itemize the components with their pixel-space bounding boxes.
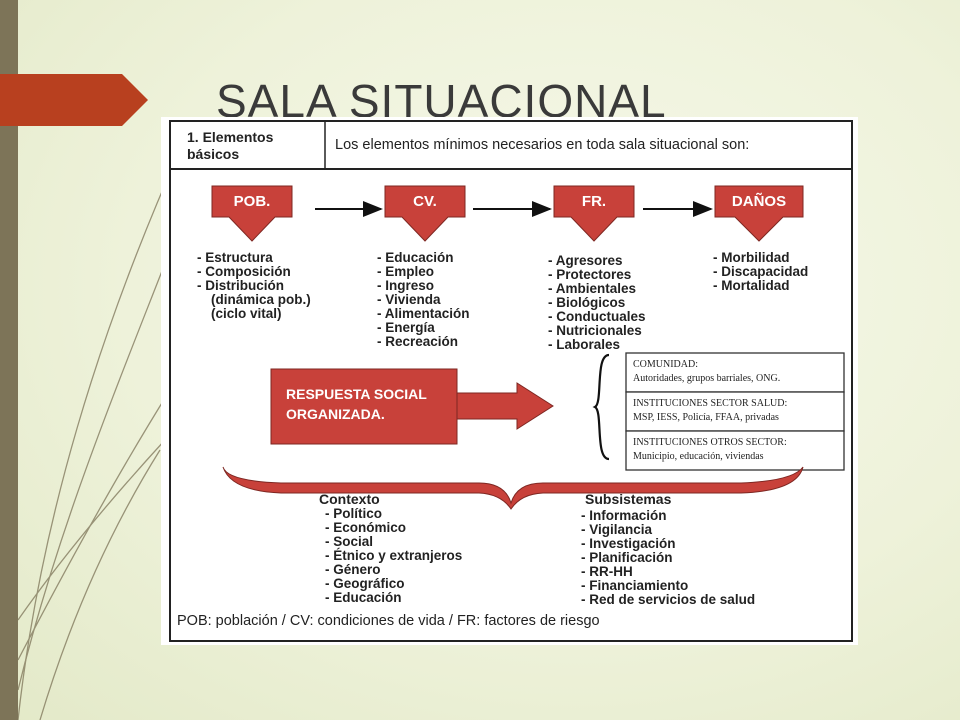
list-item: - Morbilidad <box>713 250 790 265</box>
list-item: - Nutricionales <box>548 323 642 338</box>
list-item: - Investigación <box>581 536 676 551</box>
list-item: - Económico <box>325 520 406 535</box>
list-item: - RR-HH <box>581 564 633 579</box>
fr-label: FR. <box>582 193 606 210</box>
list-item: - Agresores <box>548 253 623 268</box>
list-item: - Conductuales <box>548 309 646 324</box>
subsistemas-title: Subsistemas <box>585 491 672 507</box>
footnote: POB: población / CV: condiciones de vida… <box>177 613 600 629</box>
list-item: - Estructura <box>197 250 273 265</box>
sala-situacional-diagram: 1. Elementos básicos Los elementos mínim… <box>169 120 853 642</box>
pob-list: - Estructura - Composición - Distribució… <box>197 250 311 321</box>
list-item: (dinámica pob.) <box>211 292 311 307</box>
danos-label: DAÑOS <box>732 192 786 210</box>
diagram-frame <box>169 120 853 642</box>
entity-title: COMUNIDAD: <box>633 359 698 370</box>
entity-box-otros-sector: INSTITUCIONES OTROS SECTOR: Municipio, e… <box>625 430 845 471</box>
list-item: - Género <box>325 562 381 577</box>
respuesta-social-block: RESPUESTA SOCIAL ORGANIZADA. <box>270 368 554 445</box>
entity-detail: Municipio, educación, viviendas <box>633 451 764 462</box>
flow-block-cv: CV. <box>384 185 466 242</box>
list-item: - Financiamiento <box>581 578 688 593</box>
list-item: - Étnico y extranjeros <box>325 548 462 563</box>
entity-title: INSTITUCIONES SECTOR SALUD: <box>633 398 787 409</box>
list-item: - Ingreso <box>377 278 434 293</box>
list-item: - Ambientales <box>548 281 636 296</box>
list-item: - Red de servicios de salud <box>581 592 755 607</box>
entity-detail: MSP, IESS, Policía, FFAA, privadas <box>633 412 779 423</box>
list-item: - Recreación <box>377 334 458 349</box>
entity-box-comunidad: COMUNIDAD: Autoridades, grupos barriales… <box>625 352 845 393</box>
respuesta-line2: ORGANIZADA. <box>286 406 385 422</box>
entity-detail: Autoridades, grupos barriales, ONG. <box>633 373 780 384</box>
list-item: - Educación <box>377 250 454 265</box>
list-item: - Geográfico <box>325 576 405 591</box>
curly-brace <box>592 353 610 461</box>
cv-label: CV. <box>413 193 437 210</box>
list-item: - Planificación <box>581 550 673 565</box>
subsistemas-list: Subsistemas - Información - Vigilancia -… <box>581 491 755 607</box>
danos-list: - Morbilidad - Discapacidad - Mortalidad <box>713 250 808 293</box>
title-tab-shape <box>0 74 148 126</box>
decorative-lines <box>17 149 181 720</box>
list-item: - Social <box>325 534 373 549</box>
list-item: (ciclo vital) <box>211 306 282 321</box>
entity-title: INSTITUCIONES OTROS SECTOR: <box>633 437 787 448</box>
fr-list: - Agresores - Protectores - Ambientales … <box>548 253 646 352</box>
list-item: - Energía <box>377 320 435 335</box>
diagram-panel: 1. Elementos básicos Los elementos mínim… <box>161 117 858 645</box>
contexto-list: Contexto - Político - Económico - Social… <box>319 491 462 605</box>
respuesta-line1: RESPUESTA SOCIAL <box>286 386 427 402</box>
pob-label: POB. <box>234 193 271 210</box>
list-item: - Discapacidad <box>713 264 808 279</box>
entity-box-sector-salud: INSTITUCIONES SECTOR SALUD: MSP, IESS, P… <box>625 391 845 432</box>
flow-block-fr: FR. <box>553 185 635 242</box>
list-item: - Laborales <box>548 337 620 352</box>
list-item: - Empleo <box>377 264 434 279</box>
list-item: - Distribución <box>197 278 284 293</box>
flow-block-pob: POB. <box>211 185 293 242</box>
left-accent-bar <box>0 0 18 720</box>
list-item: - Información <box>581 508 667 523</box>
list-item: - Biológicos <box>548 295 625 310</box>
flow-block-danos: DAÑOS <box>714 185 804 242</box>
header-label-line2: básicos <box>187 146 239 162</box>
header-text: Los elementos mínimos necesarios en toda… <box>335 137 749 153</box>
list-item: - Mortalidad <box>713 278 790 293</box>
contexto-title: Contexto <box>319 491 380 507</box>
list-item: - Político <box>325 506 382 521</box>
red-brace <box>222 466 804 510</box>
cv-list: - Educación - Empleo - Ingreso - Viviend… <box>377 250 470 349</box>
list-item: - Vigilancia <box>581 522 653 537</box>
list-item: - Protectores <box>548 267 631 282</box>
list-item: - Vivienda <box>377 292 441 307</box>
list-item: - Educación <box>325 590 402 605</box>
list-item: - Alimentación <box>377 306 470 321</box>
list-item: - Composición <box>197 264 291 279</box>
header-label-line1: 1. Elementos <box>187 129 274 145</box>
